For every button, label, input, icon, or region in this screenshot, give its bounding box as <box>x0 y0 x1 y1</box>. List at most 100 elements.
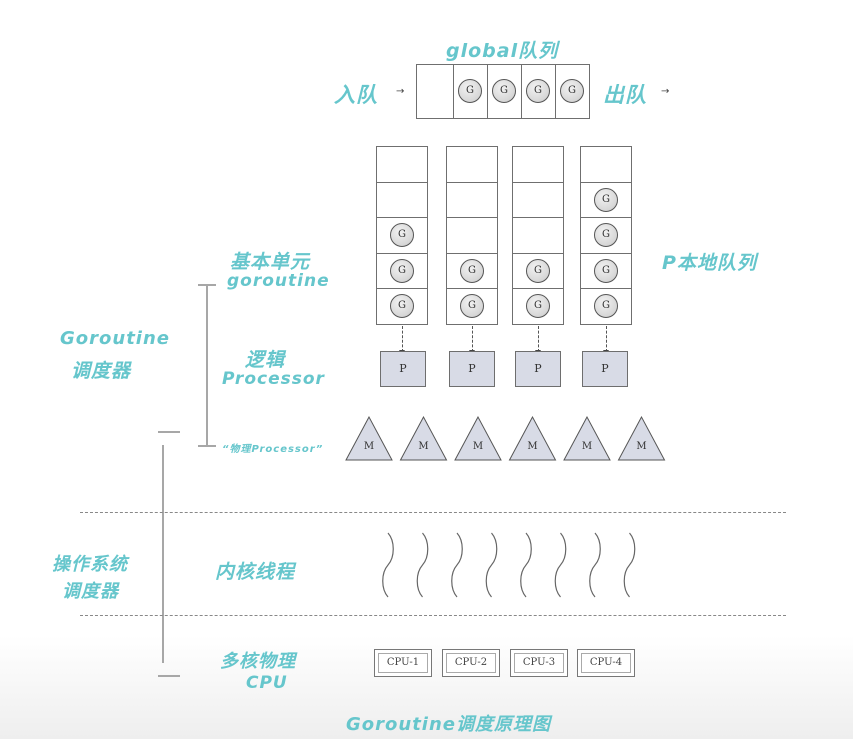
cpu-core: CPU-2 <box>442 649 500 677</box>
local-queue-slot: G <box>580 252 632 289</box>
goroutine-g: G <box>594 294 618 318</box>
kernel-thread <box>416 532 429 598</box>
queue-to-processor-arrow <box>538 325 539 352</box>
os-bracket-top-tick <box>158 431 180 433</box>
local-queue-slot: G <box>512 288 564 325</box>
goroutine-g: G <box>526 294 550 318</box>
machine-m-label: M <box>527 441 537 452</box>
machine-m <box>617 415 666 461</box>
cpu-core-label: CPU-1 <box>386 657 420 668</box>
goroutine-scheduler-label-1: Goroutine <box>60 328 170 349</box>
machine-m-label: M <box>418 441 428 452</box>
goroutine-label: goroutine <box>227 271 330 291</box>
diagram-caption: Goroutine调度原理图 <box>346 714 551 735</box>
physical-processor-label: “物理Processor” <box>222 444 324 455</box>
processor-p: P <box>582 351 628 387</box>
goroutine-scheduler-label-2: 调度器 <box>71 360 132 382</box>
bracket-bottom-tick <box>198 445 216 447</box>
machine-m <box>454 415 502 461</box>
processor-p: P <box>515 351 561 387</box>
separator-top <box>80 512 786 513</box>
local-queue-slot: G <box>580 217 632 254</box>
queue-to-processor-arrow <box>472 325 473 352</box>
logic-label: 逻辑 <box>245 349 286 371</box>
goroutine-g: G <box>390 258 414 283</box>
enqueue-arrow: → <box>396 86 405 97</box>
goroutine-g: G <box>594 223 618 247</box>
global-queue-slot: G <box>453 65 488 118</box>
cpu-label: CPU <box>246 673 288 693</box>
local-queue-label: P本地队列 <box>662 252 757 274</box>
local-queue-slot <box>512 217 564 254</box>
local-queue-slot <box>512 146 564 183</box>
local-queue-slot <box>446 181 498 218</box>
cpu-core-label: CPU-4 <box>589 657 623 668</box>
local-queue-slot: G <box>446 252 498 289</box>
kernel-thread <box>485 532 498 598</box>
cpu-core-label: CPU-3 <box>522 657 556 668</box>
basic-unit-label: 基本单元 <box>230 251 311 273</box>
goroutine-g: G <box>460 258 484 283</box>
goroutine-g: G <box>594 187 618 212</box>
goroutine-scheduler-bracket <box>206 284 208 447</box>
local-queue-slot: G <box>376 217 428 254</box>
global-queue-slot: G <box>555 65 589 118</box>
local-queue-slot: G <box>376 252 428 289</box>
kernel-thread <box>623 532 636 598</box>
cpu-core-label: CPU-2 <box>454 657 488 668</box>
local-queue-slot <box>376 146 428 183</box>
queue-to-processor-arrow <box>606 325 607 352</box>
kernel-thread <box>382 532 394 598</box>
bracket-top-tick <box>198 284 216 286</box>
cpu-core: CPU-4 <box>577 649 635 677</box>
local-queue-slot <box>446 217 498 254</box>
goroutine-g: G <box>390 294 414 318</box>
cpu-core: CPU-1 <box>374 649 432 677</box>
goroutine-g: G <box>526 258 550 283</box>
local-queue-slot <box>446 146 498 183</box>
local-queue-slot: G <box>446 288 498 325</box>
goroutine-g: G <box>560 79 584 103</box>
kernel-thread <box>451 532 463 598</box>
multicore-label: 多核物理 <box>220 651 296 672</box>
goroutine-g: G <box>526 79 550 103</box>
goroutine-g: G <box>458 79 482 103</box>
dequeue-arrow: → <box>661 86 670 97</box>
local-queue-slot: G <box>580 181 632 218</box>
kernel-threads-label: 内核线程 <box>215 561 296 583</box>
machine-m-label: M <box>364 441 374 452</box>
global-queue-title: global队列 <box>446 40 559 62</box>
processor-label: Processor <box>222 369 325 389</box>
enqueue-label: 入队 <box>334 83 378 107</box>
processor-p: P <box>380 351 426 387</box>
machine-m <box>399 415 448 461</box>
local-queue-slot: G <box>512 252 564 289</box>
dequeue-label: 出队 <box>603 83 647 107</box>
kernel-thread <box>520 532 532 598</box>
machine-m <box>508 415 557 461</box>
machine-m-label: M <box>473 441 483 452</box>
separator-bottom <box>80 615 786 616</box>
queue-to-processor-arrow <box>402 325 403 352</box>
processor-p: P <box>449 351 495 387</box>
local-queue-slot: G <box>376 288 428 325</box>
goroutine-g: G <box>460 294 484 318</box>
machine-m <box>563 415 611 461</box>
local-queue-slot <box>580 146 632 183</box>
global-queue-slot: G <box>521 65 556 118</box>
global-queue-empty-slot <box>417 65 454 118</box>
global-queue-slot: G <box>487 65 522 118</box>
cpu-core: CPU-3 <box>510 649 568 677</box>
local-queue-slot <box>376 181 428 218</box>
kernel-thread <box>589 532 601 598</box>
goroutine-g: G <box>492 79 516 103</box>
os-scheduler-label-2: 调度器 <box>62 581 119 602</box>
machine-m-label: M <box>636 441 646 452</box>
os-bracket-bottom-tick <box>158 675 180 677</box>
os-scheduler-label-1: 操作系统 <box>52 554 128 575</box>
goroutine-g: G <box>390 223 414 247</box>
machine-m-label: M <box>582 441 592 452</box>
goroutine-g: G <box>594 258 618 283</box>
kernel-thread <box>554 532 567 598</box>
